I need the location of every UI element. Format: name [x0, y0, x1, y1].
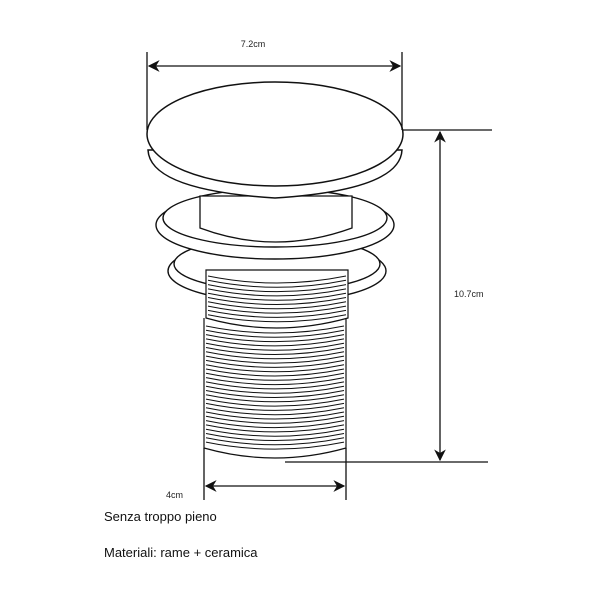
thread-line — [205, 390, 345, 398]
collar-thread-lines — [207, 275, 347, 323]
thread-line — [205, 407, 345, 416]
thread-line — [205, 342, 345, 351]
thread-line — [205, 377, 345, 386]
materials-caption: Materiali: rame + ceramica — [104, 545, 258, 560]
thread-line — [205, 359, 345, 368]
thread-line — [205, 441, 345, 450]
thread-line — [205, 338, 345, 347]
upper-collar — [205, 269, 349, 329]
thread-line — [205, 420, 345, 429]
thread-line — [205, 424, 345, 433]
collar-thread-line — [207, 288, 347, 297]
thread-line — [205, 381, 345, 390]
thread-line — [205, 385, 345, 394]
thread-line — [205, 329, 345, 338]
thread-line — [205, 364, 345, 373]
collar-thread-line — [207, 297, 347, 305]
collar-thread-line — [207, 275, 347, 284]
thread-line — [205, 347, 345, 355]
thread-line — [205, 325, 345, 334]
collar-thread-line — [207, 301, 347, 310]
thread-line — [205, 368, 345, 377]
dimension-height-label: 10.7cm — [454, 289, 484, 299]
collar-thread-line — [207, 314, 347, 323]
thread-line — [205, 415, 345, 424]
threaded-stem — [203, 318, 347, 459]
thread-line — [205, 355, 345, 364]
dimension-bottom-width-label: 4cm — [166, 490, 183, 500]
thread-line — [205, 394, 345, 403]
thread-line — [205, 411, 345, 420]
thread-line — [205, 351, 345, 360]
thread-line — [205, 428, 345, 437]
collar-thread-line — [207, 279, 347, 288]
collar-thread-line — [207, 305, 347, 314]
mushroom-cap — [146, 81, 404, 199]
dimension-top-width — [146, 52, 403, 130]
thread-line — [205, 372, 345, 381]
thread-line — [205, 398, 345, 407]
thread-lines — [205, 325, 345, 450]
cap-neck — [199, 195, 353, 243]
dimension-top-width-label: 7.2cm — [241, 39, 266, 49]
thread-line — [205, 437, 345, 446]
thread-line — [205, 433, 345, 441]
collar-thread-line — [207, 292, 347, 301]
overflow-caption: Senza troppo pieno — [104, 509, 217, 524]
thread-line — [205, 402, 345, 411]
thread-line — [205, 334, 345, 343]
collar-thread-line — [207, 309, 347, 318]
dimension-height — [285, 129, 492, 463]
dimension-bottom-width — [203, 448, 347, 500]
collar-thread-line — [207, 284, 347, 293]
